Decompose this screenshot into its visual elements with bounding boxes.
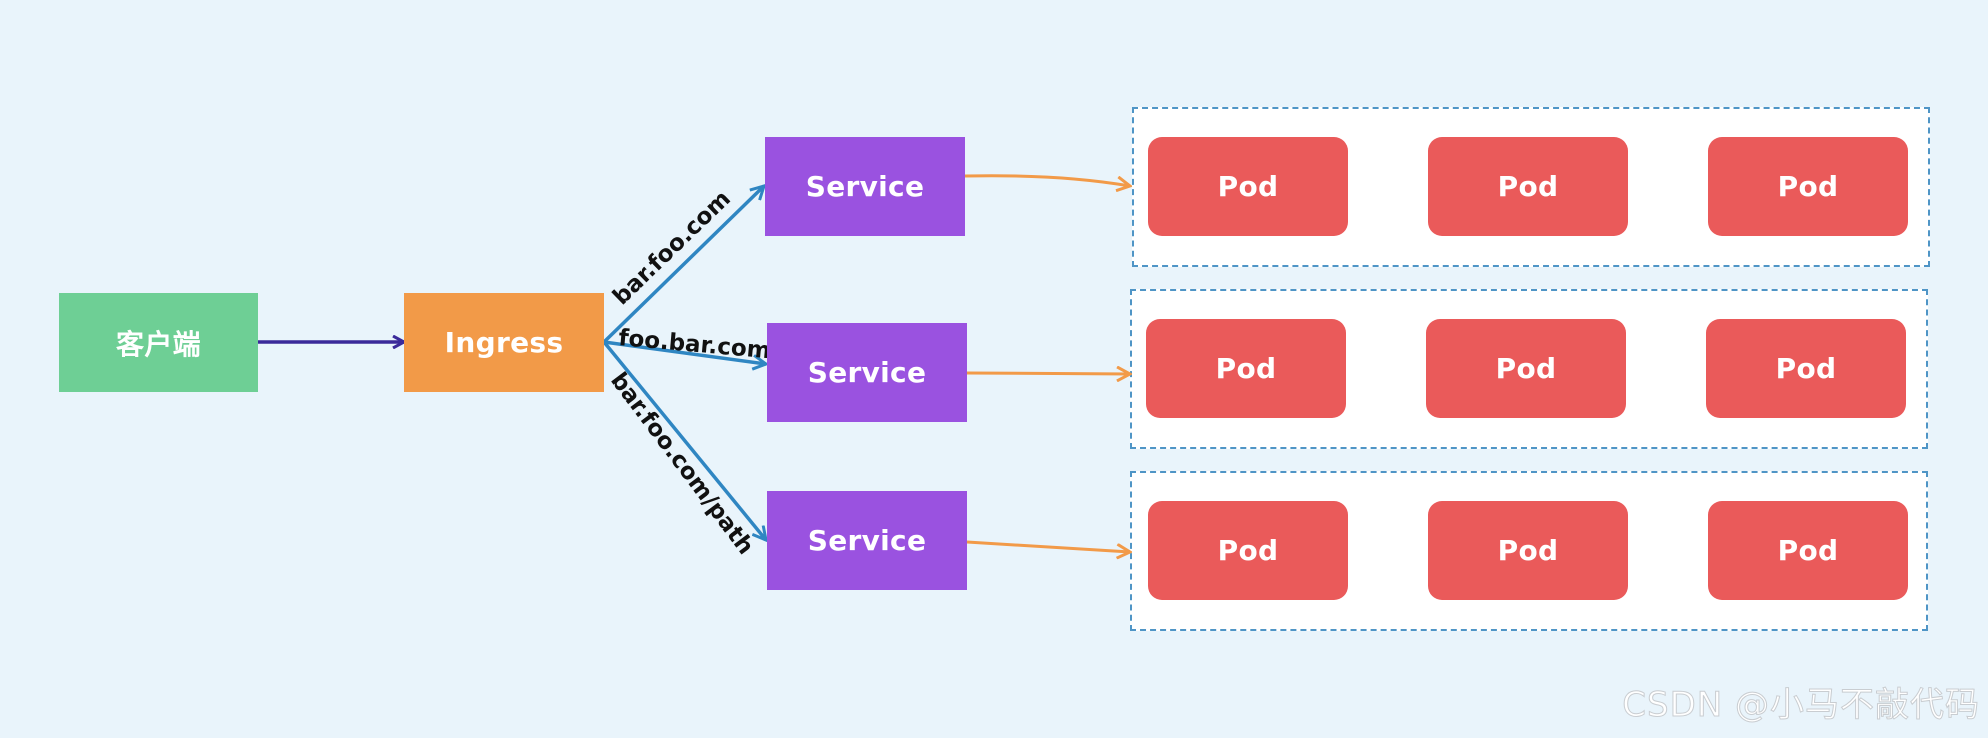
route-label-2: foo.bar.com xyxy=(617,325,771,364)
route-label-1: bar.foo.com xyxy=(608,186,736,311)
arrow-ingress-to-service-2 xyxy=(603,340,766,364)
route-label-3: bar.foo.com/path xyxy=(605,368,758,560)
pod-node: Pod xyxy=(1708,137,1908,236)
arrow-service-2-to-pods xyxy=(966,373,1130,374)
arrow-ingress-to-service-1 xyxy=(602,186,764,344)
service-node-2: Service xyxy=(767,323,967,422)
pod-node: Pod xyxy=(1428,137,1628,236)
pod-node: Pod xyxy=(1428,501,1628,600)
pod-node: Pod xyxy=(1426,319,1626,418)
pod-node: Pod xyxy=(1148,137,1348,236)
watermark: CSDN @小马不敲代码 xyxy=(1622,685,1980,726)
ingress-node: Ingress xyxy=(404,293,604,392)
pod-node: Pod xyxy=(1708,501,1908,600)
arrow-service-1-to-pods xyxy=(964,174,1130,186)
pod-node: Pod xyxy=(1706,319,1906,418)
pod-node: Pod xyxy=(1148,501,1348,600)
arrow-ingress-to-service-3 xyxy=(602,340,766,540)
service-node-3: Service xyxy=(767,491,967,590)
pod-node: Pod xyxy=(1146,319,1346,418)
service-node-1: Service xyxy=(765,137,965,236)
arrow-service-3-to-pods xyxy=(966,540,1130,552)
client-node: 客户端 xyxy=(59,293,258,392)
